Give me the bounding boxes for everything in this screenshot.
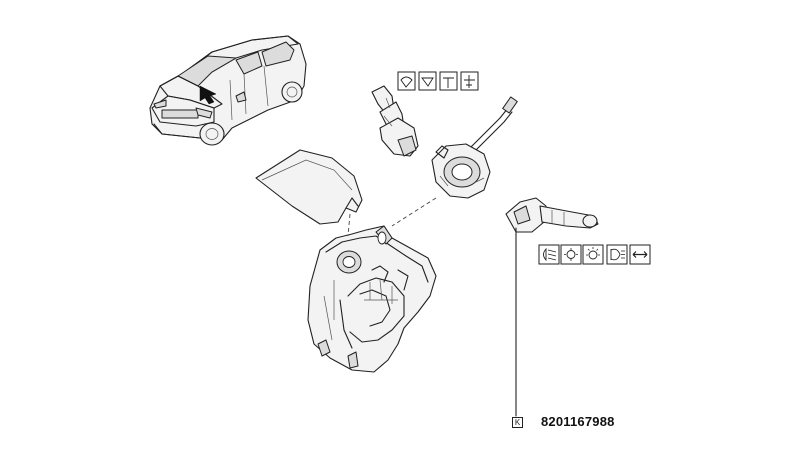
rear-fog-light-icon xyxy=(606,244,628,265)
wiper-interval-icon xyxy=(439,71,458,91)
windshield-wiper-icon xyxy=(397,71,416,91)
steering-column-module xyxy=(431,96,518,199)
rear-wiper-icon xyxy=(418,71,437,91)
reference-marker: K xyxy=(512,417,523,428)
side-light-icon xyxy=(560,244,582,265)
washer-icon xyxy=(460,71,479,91)
wiper-stalk-switch xyxy=(371,85,419,157)
light-stalk-switch xyxy=(505,197,599,417)
front-fog-light-icon xyxy=(582,244,604,265)
car-illustration xyxy=(149,35,307,146)
part-number-label: 8201167988 xyxy=(541,414,615,429)
light-symbols-row xyxy=(538,244,651,265)
wiper-symbols-row xyxy=(397,71,479,91)
upper-column-cover xyxy=(255,149,363,225)
lower-column-cover xyxy=(307,225,437,373)
turn-signal-icon xyxy=(629,244,651,265)
low-beam-icon xyxy=(538,244,560,265)
